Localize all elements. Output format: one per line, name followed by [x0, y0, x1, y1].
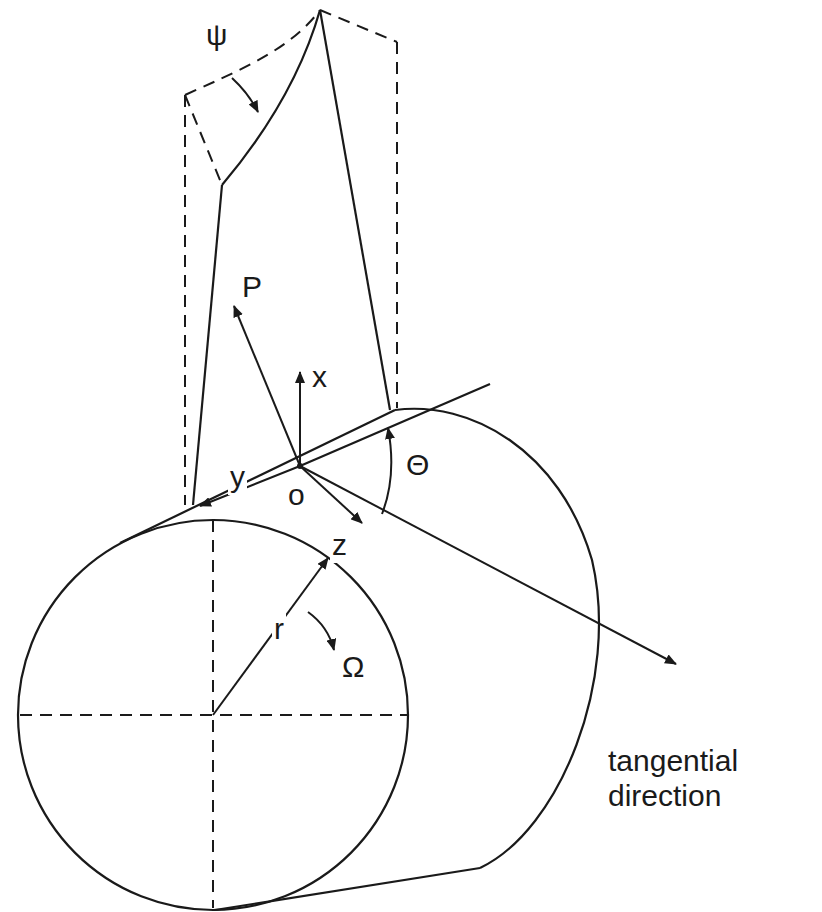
force-arrow	[234, 306, 300, 466]
rotor-far-end	[395, 409, 599, 868]
origin-dot	[297, 463, 303, 469]
blade-edge	[193, 185, 222, 505]
axis-label: z	[330, 528, 349, 563]
untwisted-blade-outline	[320, 10, 397, 42]
rotor-bottom-line	[215, 868, 480, 910]
untwisted-blade-outline	[184, 95, 186, 505]
radius-label: r	[272, 612, 286, 647]
rotor-circle	[18, 520, 408, 910]
blade-tip-curve	[222, 10, 320, 185]
rotation-arc	[308, 612, 334, 650]
direction-label: tangential direction	[606, 744, 770, 813]
tangential-arrow	[300, 466, 676, 664]
blade-edge	[320, 10, 390, 410]
x-axis	[299, 372, 301, 466]
tangent-line	[300, 384, 490, 466]
angle-symbol: Θ	[404, 448, 431, 483]
untwisted-blade-outline	[185, 10, 320, 95]
axis-label: y	[228, 460, 247, 495]
y-axis	[200, 466, 300, 506]
origin-label: o	[286, 478, 307, 513]
rotation-symbol: Ω	[340, 650, 366, 685]
force-label: P	[240, 270, 264, 305]
axis-label: x	[310, 360, 329, 395]
rotor-top-line	[120, 410, 395, 543]
radius-arrow	[213, 558, 328, 715]
angle-symbol: ψ	[204, 18, 229, 53]
untwisted-blade-outline	[396, 42, 398, 408]
angle-arc	[382, 428, 391, 514]
twist-angle-arc	[232, 78, 258, 112]
untwisted-blade-outline	[185, 95, 222, 185]
